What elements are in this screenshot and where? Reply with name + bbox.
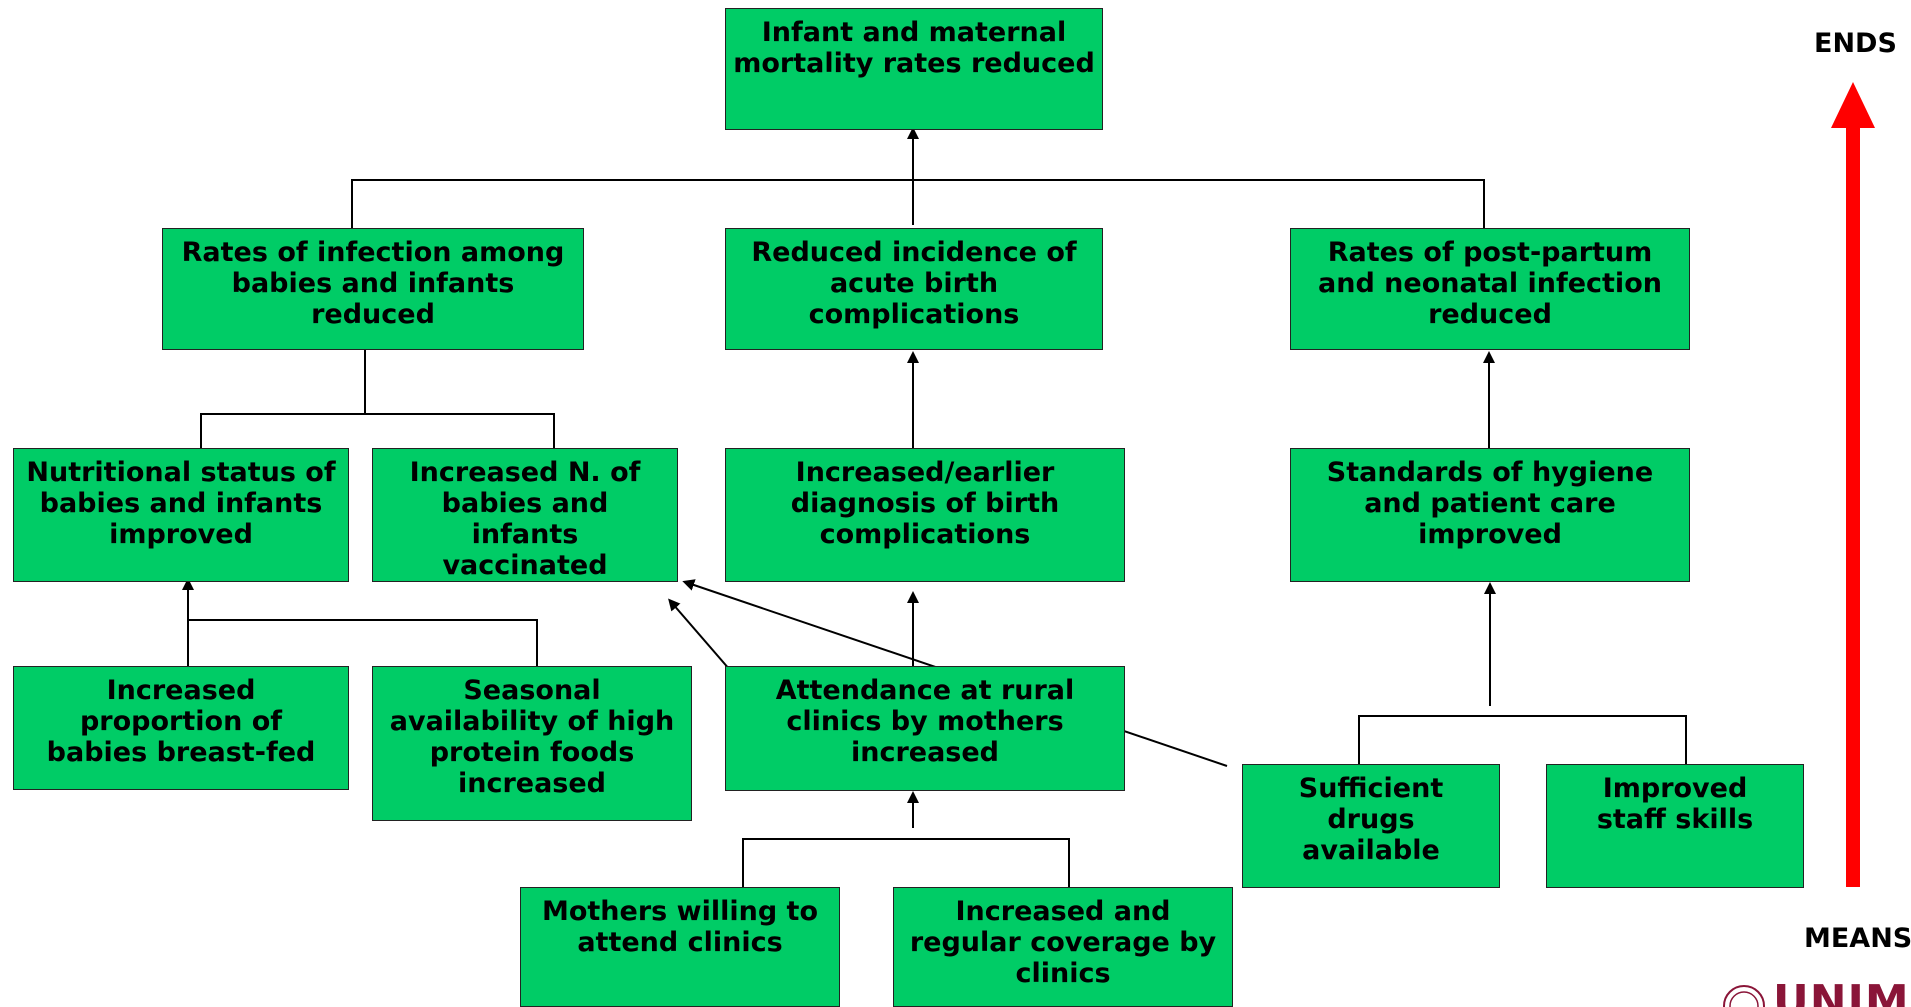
arrow-attend-to-vacc (668, 598, 731, 671)
node-breast-fed: Increased proportion of babies breast-fe… (13, 666, 349, 790)
node-mothers-willing: Mothers willing to attend clinics (520, 887, 840, 1007)
node-clinic-coverage: Increased and regular coverage by clinic… (893, 887, 1233, 1007)
node-staff-skills: Improved staff skills (1546, 764, 1804, 888)
ends-arrow-shaft (1846, 125, 1860, 887)
bracket-level1 (351, 179, 1485, 230)
node-postpartum-infection-reduced: Rates of post-partum and neonatal infect… (1290, 228, 1690, 350)
bracket-breast-season (187, 619, 538, 666)
node-sufficient-drugs: Sufficient drugs available (1242, 764, 1500, 888)
means-label: MEANS (1804, 923, 1911, 954)
node-infection-babies-reduced: Rates of infection among babies and infa… (162, 228, 584, 350)
ends-label: ENDS (1814, 28, 1897, 59)
node-clinic-attendance: Attendance at rural clinics by mothers i… (725, 666, 1125, 791)
node-vaccinated: Increased N. of babies and infants vacci… (372, 448, 678, 582)
bracket-willing-coverage (742, 838, 1070, 887)
node-diagnosis: Increased/earlier diagnosis of birth com… (725, 448, 1125, 582)
university-logo: UNIM (1718, 984, 1911, 1007)
node-protein-foods: Seasonal availability of high protein fo… (372, 666, 692, 821)
university-seal-icon (1723, 985, 1765, 1007)
node-hygiene-care: Standards of hygiene and patient care im… (1290, 448, 1690, 582)
logo-text: UNIM (1773, 984, 1910, 1007)
ends-arrow-head (1831, 82, 1875, 128)
bracket-nutr-vacc (200, 413, 555, 448)
node-acute-complications-reduced: Reduced incidence of acute birth complic… (725, 228, 1103, 350)
node-mortality-reduced: Infant and maternal mortality rates redu… (725, 8, 1103, 130)
node-nutritional-status: Nutritional status of babies and infants… (13, 448, 349, 582)
bracket-drugs-staff (1358, 715, 1687, 764)
